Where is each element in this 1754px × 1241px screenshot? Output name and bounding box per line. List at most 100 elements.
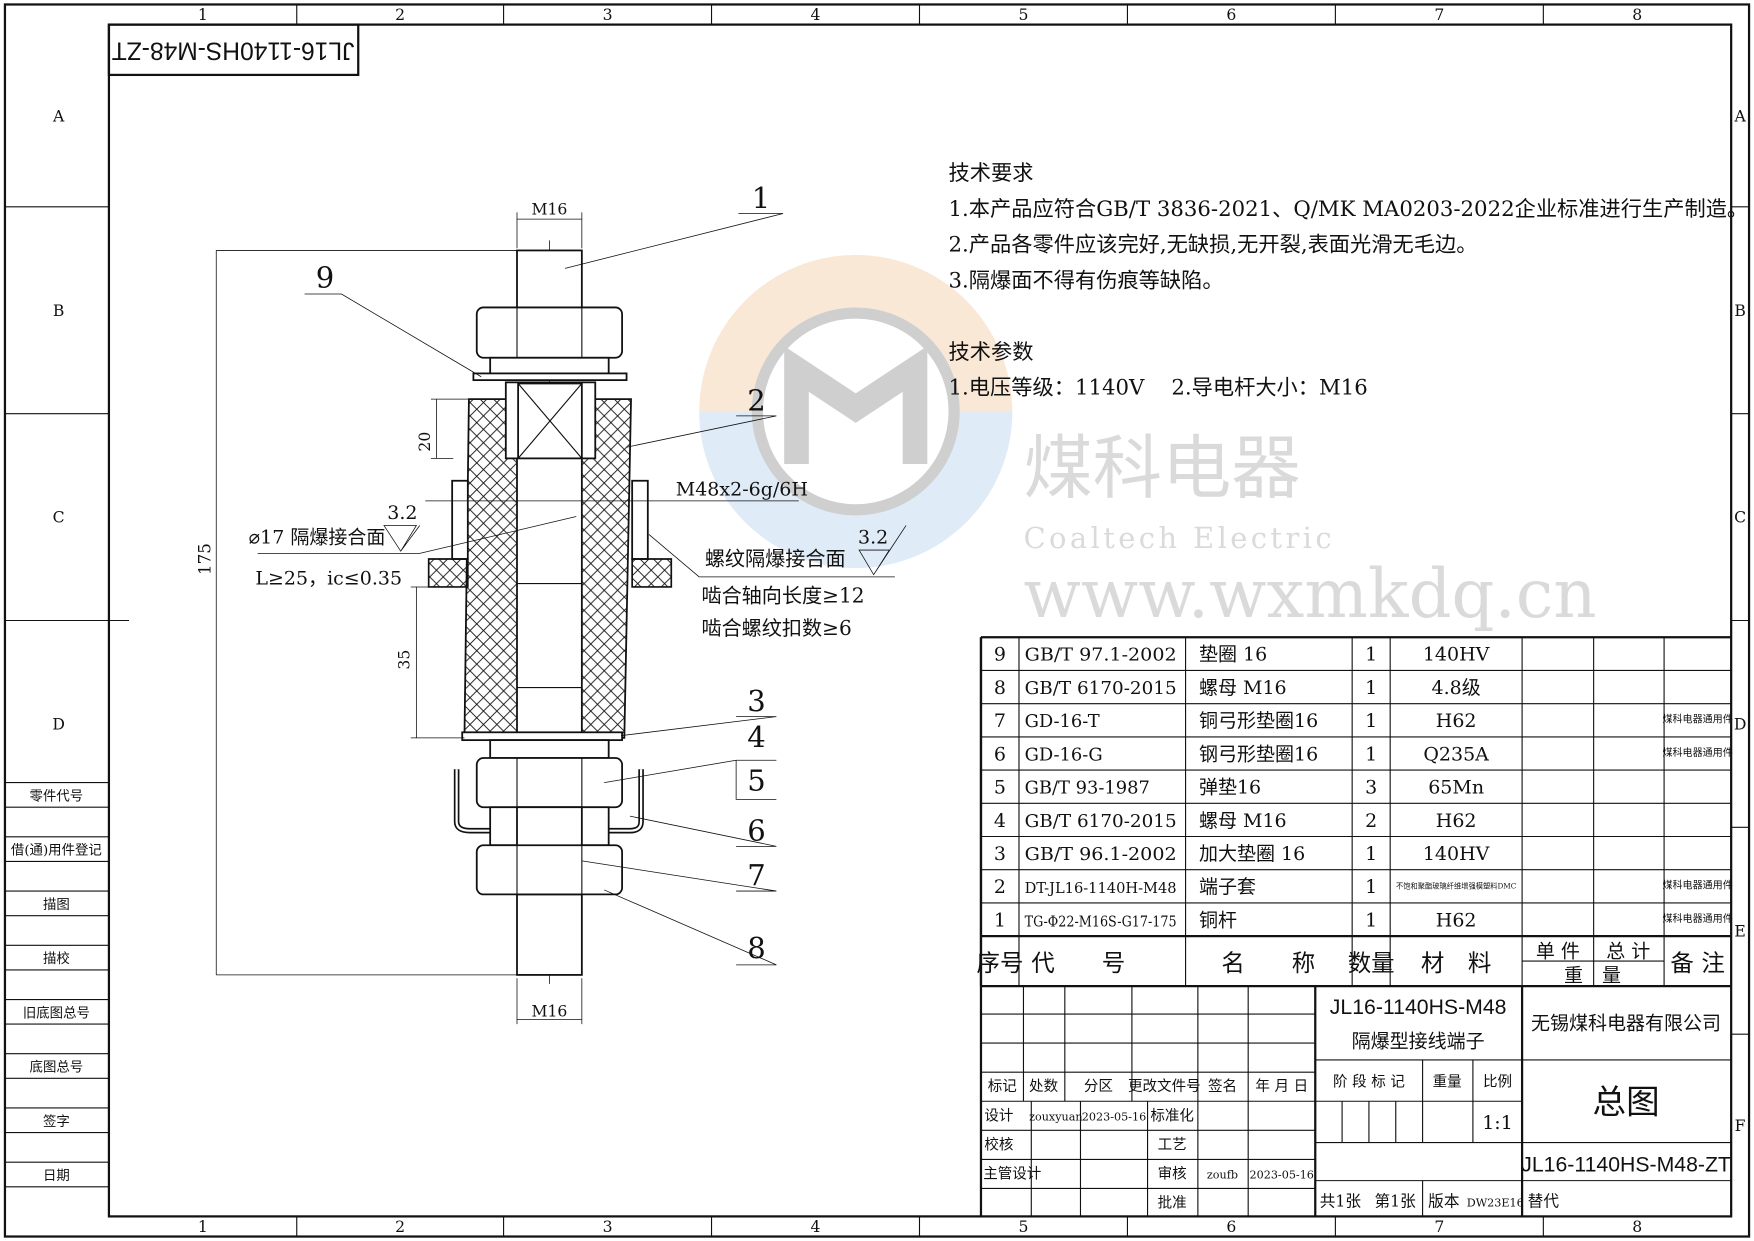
tech-requirement-1: 1.本产品应符合GB/T 3836-2021、Q/MK MA0203-2022企… <box>949 197 1749 222</box>
rod-bore <box>516 457 583 736</box>
bom-no: 4 <box>994 810 1006 832</box>
balloon-9: 9 <box>316 260 334 294</box>
bom-remark: 煤科电器通用件 <box>1662 713 1732 726</box>
bom-material: Q235A <box>1423 743 1489 765</box>
bom-no: 7 <box>994 710 1006 732</box>
bom-header-no: 序号 <box>977 949 1024 977</box>
roughness-left: 3.2 <box>387 502 417 524</box>
tech-params-title: 技术参数 <box>949 340 1034 365</box>
reviewer: zoufb <box>1207 1168 1238 1181</box>
zone-column-label: 2 <box>395 1217 405 1236</box>
bom-no: 8 <box>994 677 1006 699</box>
title-block: 标记 处数 分区 更改文件号 签名 年 月 日 设计 zouxyuan 2023… <box>979 637 1732 1217</box>
left-note-2: L≥25，ic≤0.35 <box>255 568 402 590</box>
mirrored-stamp: JL16-1140HS-M48-ZT <box>112 37 355 64</box>
weight-label: 重量 <box>1433 1074 1462 1091</box>
bom-material: H62 <box>1436 710 1477 732</box>
version-value: DW23E16 <box>1467 1196 1524 1209</box>
tech-requirement-2: 2.产品各零件应该完好,无缺损,无开裂,表面光滑无毛边。 <box>949 233 1478 258</box>
bom-name: 螺母 M16 <box>1199 677 1287 699</box>
balloon-4: 4 <box>747 720 765 754</box>
left-panel-label: 日期 <box>43 1168 70 1184</box>
rev-header-sign: 签名 <box>1208 1078 1237 1095</box>
bom-header-total: 总 计 <box>1606 940 1650 962</box>
bom-code: GB/T 6170-2015 <box>1025 678 1177 699</box>
bom-qty: 1 <box>1365 710 1377 732</box>
bom-material: 4.8级 <box>1432 677 1481 699</box>
drawing-number: JL16-1140HS-M48-ZT <box>1521 1153 1731 1177</box>
watermark: 煤科电器 Coaltech Electric www.wxmkdq.cn <box>699 254 1597 633</box>
design-label: 设计 <box>984 1107 1013 1124</box>
thread-bottom-label: M16 <box>531 1001 567 1020</box>
bom-name: 铜杆 <box>1199 909 1237 931</box>
zone-column-label: 2 <box>395 5 405 24</box>
bom-material: 不饱和聚酯玻璃纤维增强模塑料DMC <box>1396 882 1517 891</box>
zone-column-label: 5 <box>1018 5 1028 24</box>
bom-qty: 1 <box>1365 876 1377 898</box>
balloon-7: 7 <box>747 858 765 892</box>
copper-rod-top <box>516 249 583 310</box>
rev-header-count: 处数 <box>1029 1078 1059 1095</box>
zone-row-label: C <box>53 508 65 527</box>
zone-row-label: C <box>1734 508 1746 527</box>
product-name: 隔爆型接线端子 <box>1352 1031 1485 1053</box>
bom-code: GB/T 6170-2015 <box>1025 811 1177 832</box>
stage-label: 阶 段 标 记 <box>1333 1074 1405 1091</box>
washer-9 <box>472 372 628 382</box>
left-panel-label: 签字 <box>43 1113 70 1130</box>
tech-params-line: 1.电压等级：1140V 2.导电杆大小：M16 <box>949 376 1368 401</box>
bom-qty: 1 <box>1365 677 1377 699</box>
rev-header-zone: 分区 <box>1084 1078 1113 1095</box>
standardize-label: 标准化 <box>1150 1107 1194 1124</box>
mirrored-stamp-box <box>107 23 360 77</box>
product-code: JL16-1140HS-M48 <box>1330 995 1507 1019</box>
sheets-total: 共1张 <box>1320 1191 1362 1210</box>
zone-row-label: A <box>52 106 65 125</box>
bom-no: 6 <box>994 743 1006 765</box>
bom-code: GB/T 93-1987 <box>1025 778 1150 799</box>
bom-no: 3 <box>994 843 1006 865</box>
zone-column-label: 8 <box>1632 1217 1642 1236</box>
left-panel-label: 描图 <box>43 897 70 913</box>
review-label: 审核 <box>1158 1165 1187 1182</box>
zone-row-label: D <box>1734 715 1747 734</box>
bom-name: 弹垫16 <box>1199 777 1261 799</box>
zone-column-label: 7 <box>1434 5 1444 24</box>
company-name: 无锡煤科电器有限公司 <box>1531 1013 1721 1035</box>
left-panel-label: 底图总号 <box>30 1060 84 1076</box>
bom-no: 2 <box>994 876 1006 898</box>
zone-row-label: B <box>1734 301 1746 320</box>
bom-no: 1 <box>994 909 1006 931</box>
bom-header-code: 代 号 <box>1031 949 1125 977</box>
thread-top-label: M16 <box>531 200 567 219</box>
rev-header-mark: 标记 <box>988 1078 1017 1095</box>
bom-header-remark: 备 注 <box>1670 949 1724 977</box>
zone-column-label: 1 <box>198 5 208 24</box>
version-label: 版本 <box>1428 1191 1460 1210</box>
bom-material: 140HV <box>1423 644 1490 666</box>
bom-qty: 1 <box>1365 909 1377 931</box>
washer-3 <box>461 731 623 742</box>
bom-remark: 煤科电器通用件 <box>1662 912 1732 925</box>
nut-4 <box>475 757 623 809</box>
bom-header-weight: 重 量 <box>1564 965 1621 987</box>
bom-row: 8 GB/T 6170-2015 螺母 M16 1 4.8级 <box>994 677 1481 699</box>
tech-requirements-title: 技术要求 <box>949 161 1034 186</box>
zone-row-label: F <box>1735 1116 1746 1135</box>
assembly-drawing: 175 M16 M16 20 35 M48x2-6g/6H ⌀17 隔爆接合面 … <box>195 181 907 1025</box>
bom-header-unit: 单 件 <box>1536 940 1580 962</box>
bom-code: GB/T 96.1-2002 <box>1025 844 1177 865</box>
bom-qty: 1 <box>1365 843 1377 865</box>
watermark-url: www.wxmkdq.cn <box>1023 555 1596 633</box>
copper-rod-bottom <box>516 893 583 976</box>
bom-code: GD-16-T <box>1025 711 1100 732</box>
check-label: 校核 <box>984 1136 1013 1153</box>
replace-label: 替代 <box>1528 1191 1560 1210</box>
